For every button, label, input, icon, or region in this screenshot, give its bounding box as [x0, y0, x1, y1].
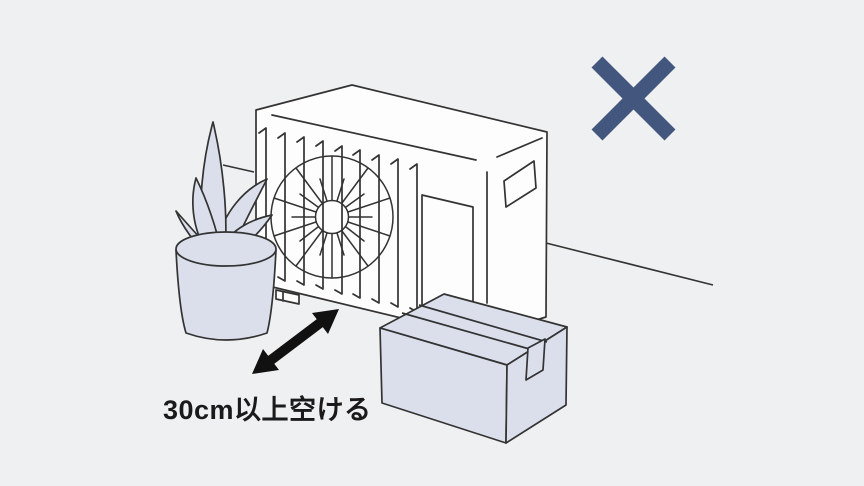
- box-tape-flap: [525, 338, 546, 381]
- plant-pot-rim: [175, 231, 277, 267]
- arrow-shaft: [267, 319, 324, 364]
- ground-line-left: [222, 164, 255, 173]
- prohibition-x-icon: [591, 56, 676, 141]
- louver-bar: [334, 145, 343, 295]
- side-vent: [503, 160, 537, 208]
- unit-front-top-edge: [271, 114, 477, 161]
- outdoor-unit: [255, 84, 548, 338]
- service-panel: [421, 194, 474, 308]
- fan-spokes: [273, 155, 391, 279]
- x-stroke: [591, 56, 676, 141]
- louver-bar: [296, 136, 305, 286]
- ground-lines: [222, 164, 714, 286]
- box-tape-line: [418, 304, 548, 343]
- louver-bar: [352, 149, 361, 299]
- plant-pot-body: [175, 249, 277, 341]
- louver-bar: [390, 158, 399, 308]
- louver-bar: [371, 154, 380, 304]
- outdoor-unit-edges: [271, 114, 543, 304]
- unit-foot: [275, 289, 300, 305]
- cardboard-box: [379, 293, 568, 444]
- ground-line-right: [545, 242, 714, 286]
- arrow-head-lower: [252, 349, 279, 374]
- box-tape-line: [401, 312, 534, 351]
- front-grille: [258, 127, 418, 313]
- spacing-label: 30cm以上空ける: [163, 395, 372, 425]
- louver-bar: [277, 132, 286, 282]
- box-side-face: [505, 326, 568, 444]
- clearance-arrow: [252, 309, 339, 374]
- arrow-head-upper: [312, 309, 339, 334]
- louver-bar: [315, 140, 324, 290]
- unit-side-top-edge: [496, 137, 543, 158]
- potted-plant: [175, 121, 277, 341]
